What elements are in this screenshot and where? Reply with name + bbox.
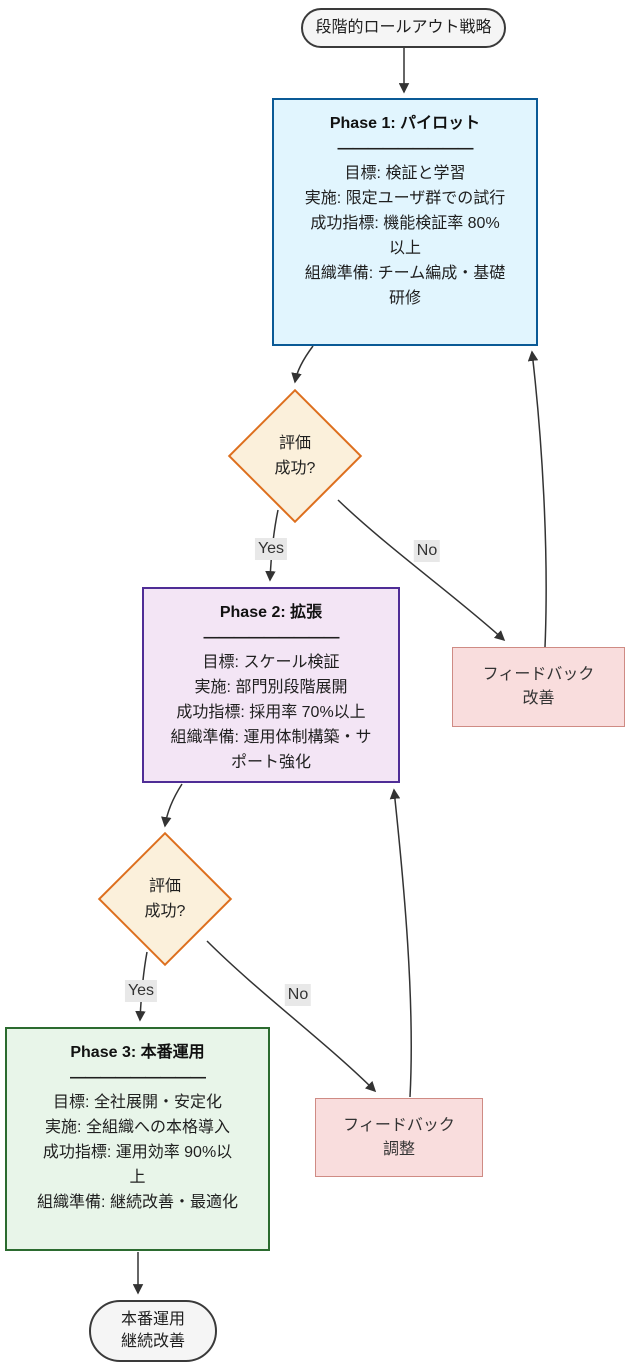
decision1-diamond: 評価 成功? <box>227 388 363 524</box>
phase2-title: Phase 2: 拡張 <box>219 604 323 621</box>
feedback-improve-line2: 改善 <box>522 690 555 707</box>
end-node: 本番運用 継続改善 <box>89 1300 217 1362</box>
edge-phase2-to-decision2 <box>161 783 183 828</box>
edge-feedback1-to-phase1 <box>527 350 547 648</box>
edge-label-yes-1: Yes <box>254 538 288 560</box>
decision2-diamond: 評価 成功? <box>97 831 233 967</box>
phase3-line-implementation: 実施: 全組織への本格導入 <box>45 1119 230 1136</box>
phase3-line-goal: 目標: 全社展開・安定化 <box>53 1094 222 1111</box>
end-node-line1: 本番運用 <box>120 1311 185 1328</box>
phase3-box: Phase 3: 本番運用 ――――――――― 目標: 全社展開・安定化 実施:… <box>5 1027 270 1251</box>
phase1-line-implementation: 実施: 限定ユーザ群での試行 <box>304 190 506 207</box>
start-node-label: 段階的ロールアウト戦略 <box>315 19 492 36</box>
phase3-title: Phase 3: 本番運用 <box>70 1044 205 1061</box>
feedback-adjust-box: フィードバック 調整 <box>315 1098 483 1177</box>
phase1-line-success-metric: 成功指標: 機能検証率 80%以上 <box>310 215 500 257</box>
phase2-line-implementation: 実施: 部門別段階展開 <box>194 679 348 696</box>
feedback-improve-line1: フィードバック <box>482 666 595 683</box>
start-node: 段階的ロールアウト戦略 <box>301 8 506 48</box>
phase2-line-goal: 目標: スケール検証 <box>202 654 340 671</box>
feedback-adjust-line2: 調整 <box>382 1140 415 1158</box>
end-node-line2: 継続改善 <box>120 1333 185 1350</box>
phase3-line-org-readiness: 組織準備: 継続改善・最適化 <box>37 1194 238 1211</box>
edge-decision2-no-to-feedback2 <box>206 940 377 1093</box>
phase2-separator: ――――――――― <box>203 629 340 646</box>
phase2-line-success-metric: 成功指標: 採用率 70%以上 <box>176 704 366 721</box>
phase2-line-org-readiness: 組織準備: 運用体制構築・サポート強化 <box>170 729 372 771</box>
edge-label-yes-2: Yes <box>124 980 158 1002</box>
phase1-line-org-readiness: 組織準備: チーム編成・基礎研修 <box>304 265 506 307</box>
feedback-adjust-line1: フィードバック <box>343 1116 455 1134</box>
edge-decision1-no-to-feedback1 <box>337 499 506 642</box>
phase1-line-goal: 目標: 検証と学習 <box>344 165 466 182</box>
edge-label-no-1: No <box>413 540 441 562</box>
decision1-label-line1: 評価 <box>278 435 311 452</box>
edge-feedback2-to-phase2 <box>389 788 412 1098</box>
edge-phase1-to-decision1 <box>291 345 314 384</box>
edge-label-no-2: No <box>284 984 312 1006</box>
phase1-title: Phase 1: パイロット <box>329 115 481 132</box>
phase3-line-success-metric: 成功指標: 運用効率 90%以上 <box>42 1144 233 1186</box>
feedback-improve-box: フィードバック 改善 <box>452 647 625 727</box>
phase3-separator: ――――――――― <box>70 1069 206 1086</box>
decision2-label-line1: 評価 <box>148 878 181 895</box>
phase1-box: Phase 1: パイロット ――――――――― 目標: 検証と学習 実施: 限… <box>272 98 538 346</box>
phase1-separator: ――――――――― <box>337 140 474 157</box>
decision1-label-line2: 成功? <box>274 460 316 477</box>
decision2-label-line2: 成功? <box>144 903 186 920</box>
phase2-box: Phase 2: 拡張 ――――――――― 目標: スケール検証 実施: 部門別… <box>142 587 400 783</box>
